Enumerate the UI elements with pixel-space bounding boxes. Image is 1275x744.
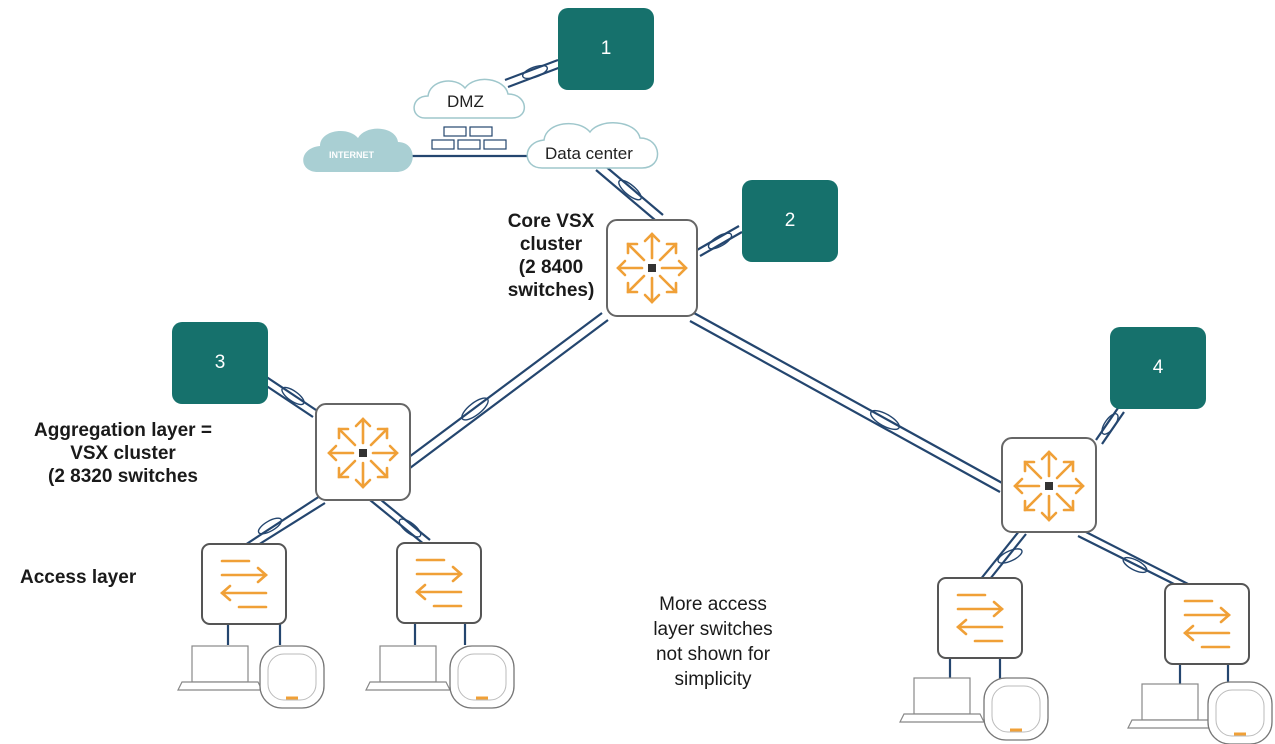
core-switch <box>606 219 698 317</box>
note-text: More access layer switches not shown for… <box>628 592 798 692</box>
core-label-line3: (2 8400 <box>518 257 584 278</box>
note-line3: not shown for <box>655 644 771 665</box>
aggregation-switch-left <box>315 403 411 501</box>
access-point-icon <box>1206 680 1274 744</box>
dmz-label: DMZ <box>447 92 484 111</box>
internet-label: INTERNET <box>329 150 374 160</box>
core-label-line1: Core VSX <box>507 211 595 232</box>
aggregation-switch-right <box>1001 437 1097 533</box>
laptop-icon <box>365 645 451 691</box>
note-line1: More access <box>659 594 767 615</box>
note-line4: simplicity <box>674 669 752 690</box>
aggregation-label-line3: (2 8320 switches <box>48 466 198 487</box>
core-label-line2: cluster <box>519 234 583 255</box>
firewall-icon <box>431 126 507 150</box>
access-switch-3 <box>937 577 1023 659</box>
access-switch-4 <box>1164 583 1250 665</box>
access-point-icon <box>448 644 516 710</box>
laptop-icon <box>177 645 263 691</box>
aggregation-label-line2: VSX cluster <box>70 443 176 464</box>
access-point-icon <box>258 644 326 710</box>
callout-3: 3 <box>172 322 268 404</box>
note-line2: layer switches <box>653 619 773 640</box>
callout-4: 4 <box>1110 327 1206 409</box>
access-switch-1 <box>201 543 287 625</box>
callout-2: 2 <box>742 180 838 262</box>
core-label-line4: switches) <box>507 280 595 301</box>
access-point-icon <box>982 676 1050 742</box>
core-label: Core VSX cluster (2 8400 switches) <box>491 210 611 302</box>
laptop-icon <box>1127 683 1213 729</box>
aggregation-label: Aggregation layer = VSX cluster (2 8320 … <box>8 419 238 488</box>
datacenter-cloud <box>526 122 659 169</box>
aggregation-label-line1: Aggregation layer = <box>34 420 212 441</box>
lag-loops <box>257 64 1148 574</box>
internet-cloud <box>303 128 413 172</box>
access-switch-2 <box>396 542 482 624</box>
laptop-icon <box>899 677 985 723</box>
callout-1: 1 <box>558 8 654 90</box>
access-layer-label: Access layer <box>20 567 137 588</box>
dmz-cloud <box>413 78 525 119</box>
datacenter-label: Data center <box>545 144 633 163</box>
